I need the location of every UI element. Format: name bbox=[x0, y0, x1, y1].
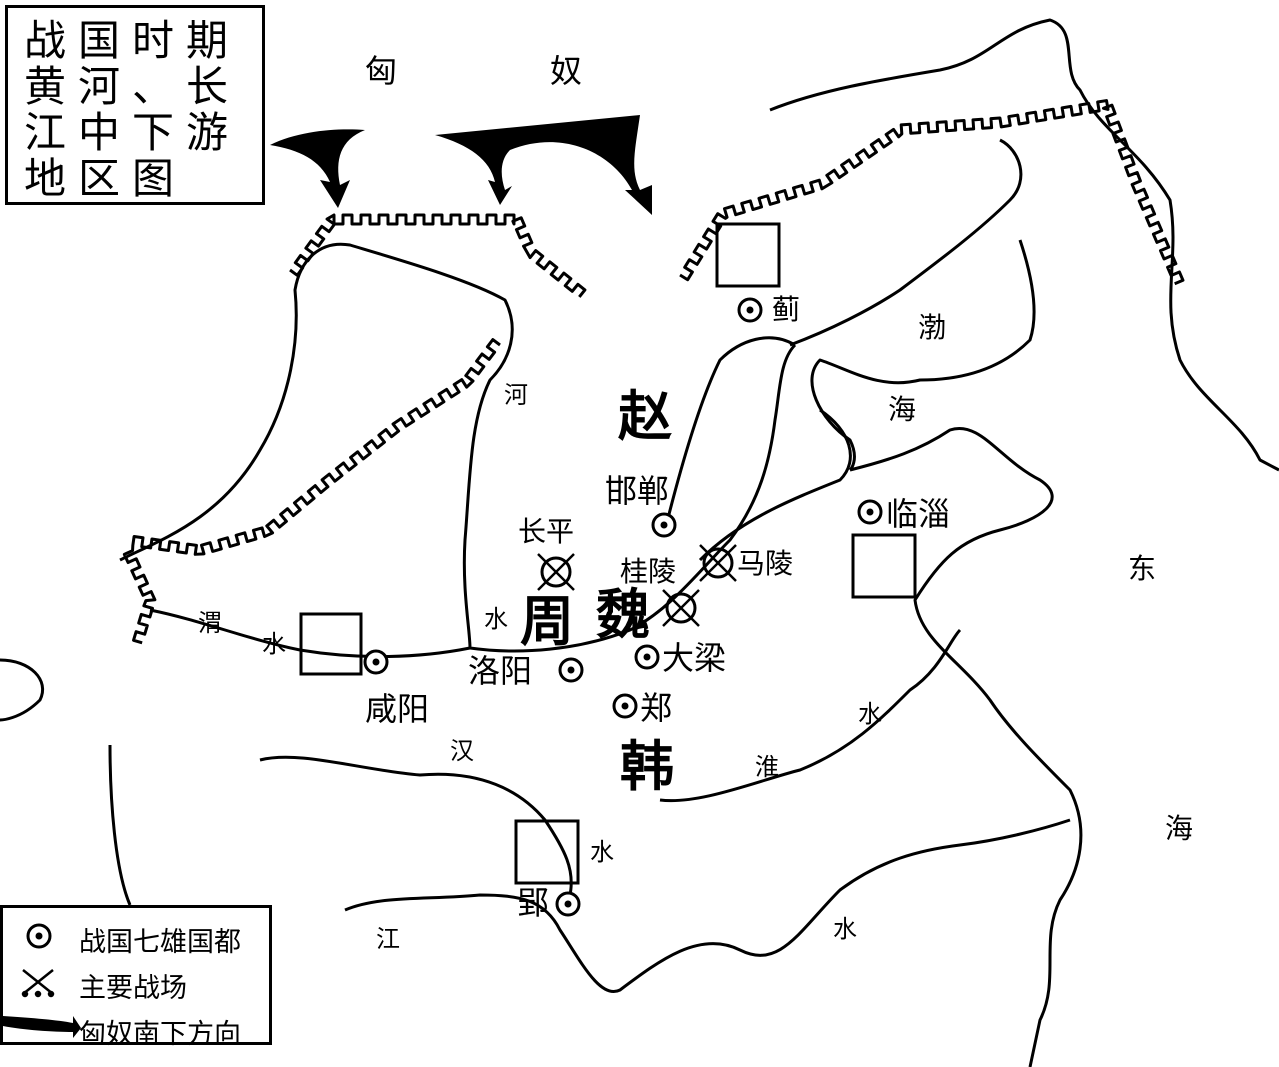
title-line: 地区图 bbox=[24, 154, 187, 203]
state-han: 韩 bbox=[620, 735, 674, 798]
water-label: 水 bbox=[590, 838, 614, 866]
arrow-icon bbox=[3, 1016, 81, 1038]
state-zhao: 赵 bbox=[618, 385, 672, 448]
capital-icon bbox=[26, 923, 52, 949]
coastline-east bbox=[849, 427, 1083, 1067]
water-label: 汉 bbox=[450, 737, 474, 765]
water-label: 水 bbox=[262, 630, 286, 658]
water-label: 河 bbox=[504, 381, 528, 409]
city-linzi: 临淄 bbox=[886, 495, 951, 533]
water-label: 江 bbox=[376, 925, 400, 953]
water-label: 水 bbox=[484, 605, 508, 633]
great-wall-west bbox=[122, 338, 501, 645]
capital-marker bbox=[555, 891, 581, 917]
city-ying: 郢 bbox=[517, 884, 550, 922]
legend-symbols bbox=[3, 923, 81, 1038]
capital-square-yan bbox=[715, 222, 781, 288]
battle-marker bbox=[699, 544, 737, 582]
battle-maling: 马陵 bbox=[737, 547, 794, 580]
capital-square-chu bbox=[514, 819, 580, 885]
capital-marker bbox=[737, 297, 763, 323]
city-xianyang: 咸阳 bbox=[365, 690, 430, 728]
region-label: 奴 bbox=[550, 52, 583, 90]
legend-xiongnu-arrow: 匈奴南下方向 bbox=[79, 1019, 241, 1050]
title-line: 黄河、长 bbox=[24, 62, 241, 111]
water-label: 渭 bbox=[198, 609, 222, 637]
xiongnu-arrows bbox=[270, 115, 652, 215]
water-label: 水 bbox=[858, 700, 882, 728]
xiongnu-arrow-west bbox=[270, 129, 365, 208]
battle-marker bbox=[537, 553, 575, 591]
state-wei: 魏 bbox=[596, 583, 650, 646]
legend-capital: 战国七雄国都 bbox=[79, 927, 241, 958]
yangtze-river bbox=[108, 744, 1071, 994]
battle-changping: 长平 bbox=[518, 515, 575, 548]
capital-marker bbox=[558, 657, 584, 683]
capital-marker bbox=[363, 649, 389, 675]
water-label: 海 bbox=[1165, 812, 1194, 845]
legend-battlefield: 主要战场 bbox=[79, 973, 187, 1004]
water-label: 渤 bbox=[918, 311, 947, 344]
capital-square-qi bbox=[851, 533, 917, 599]
battlefield-icon bbox=[21, 969, 55, 998]
great-wall-northeast bbox=[679, 99, 1185, 286]
city-luoyang: 洛阳 bbox=[468, 652, 533, 690]
han-river bbox=[259, 755, 573, 896]
river-branch-north bbox=[663, 336, 852, 562]
water-label: 海 bbox=[888, 393, 917, 426]
city-handan: 邯郸 bbox=[605, 472, 670, 510]
water-label: 东 bbox=[1128, 552, 1157, 585]
huai-river bbox=[659, 628, 962, 803]
capital-marker bbox=[857, 499, 883, 525]
title-box: 战国时期 黄河、长 江中下游 地区图 bbox=[5, 5, 265, 205]
capital-marker bbox=[634, 644, 660, 670]
battle-marker bbox=[662, 589, 700, 627]
legend: 战国七雄国都 主要战场 匈奴南下方向 bbox=[0, 905, 272, 1050]
water-label: 淮 bbox=[755, 753, 779, 781]
water-label: 水 bbox=[833, 915, 857, 943]
xiongnu-arrow-east bbox=[435, 115, 652, 215]
city-daliang: 大梁 bbox=[662, 639, 727, 677]
yellow-river bbox=[119, 242, 797, 653]
capital-square-qin bbox=[299, 612, 363, 676]
state-zhou: 周 bbox=[520, 590, 574, 653]
battle-guiling: 桂陵 bbox=[620, 555, 677, 588]
great-wall-north bbox=[289, 213, 587, 298]
peninsula-west bbox=[0, 658, 44, 722]
city-ji: 蓟 bbox=[772, 293, 801, 326]
region-label: 匈 bbox=[365, 52, 398, 90]
title-line: 战国时期 bbox=[24, 16, 241, 65]
coastline-bohai bbox=[789, 138, 1036, 472]
capital-marker bbox=[612, 693, 638, 719]
city-zheng: 郑 bbox=[640, 689, 673, 727]
capital-marker bbox=[651, 512, 677, 538]
title-line: 江中下游 bbox=[24, 108, 241, 157]
coastline-north bbox=[769, 18, 1279, 472]
